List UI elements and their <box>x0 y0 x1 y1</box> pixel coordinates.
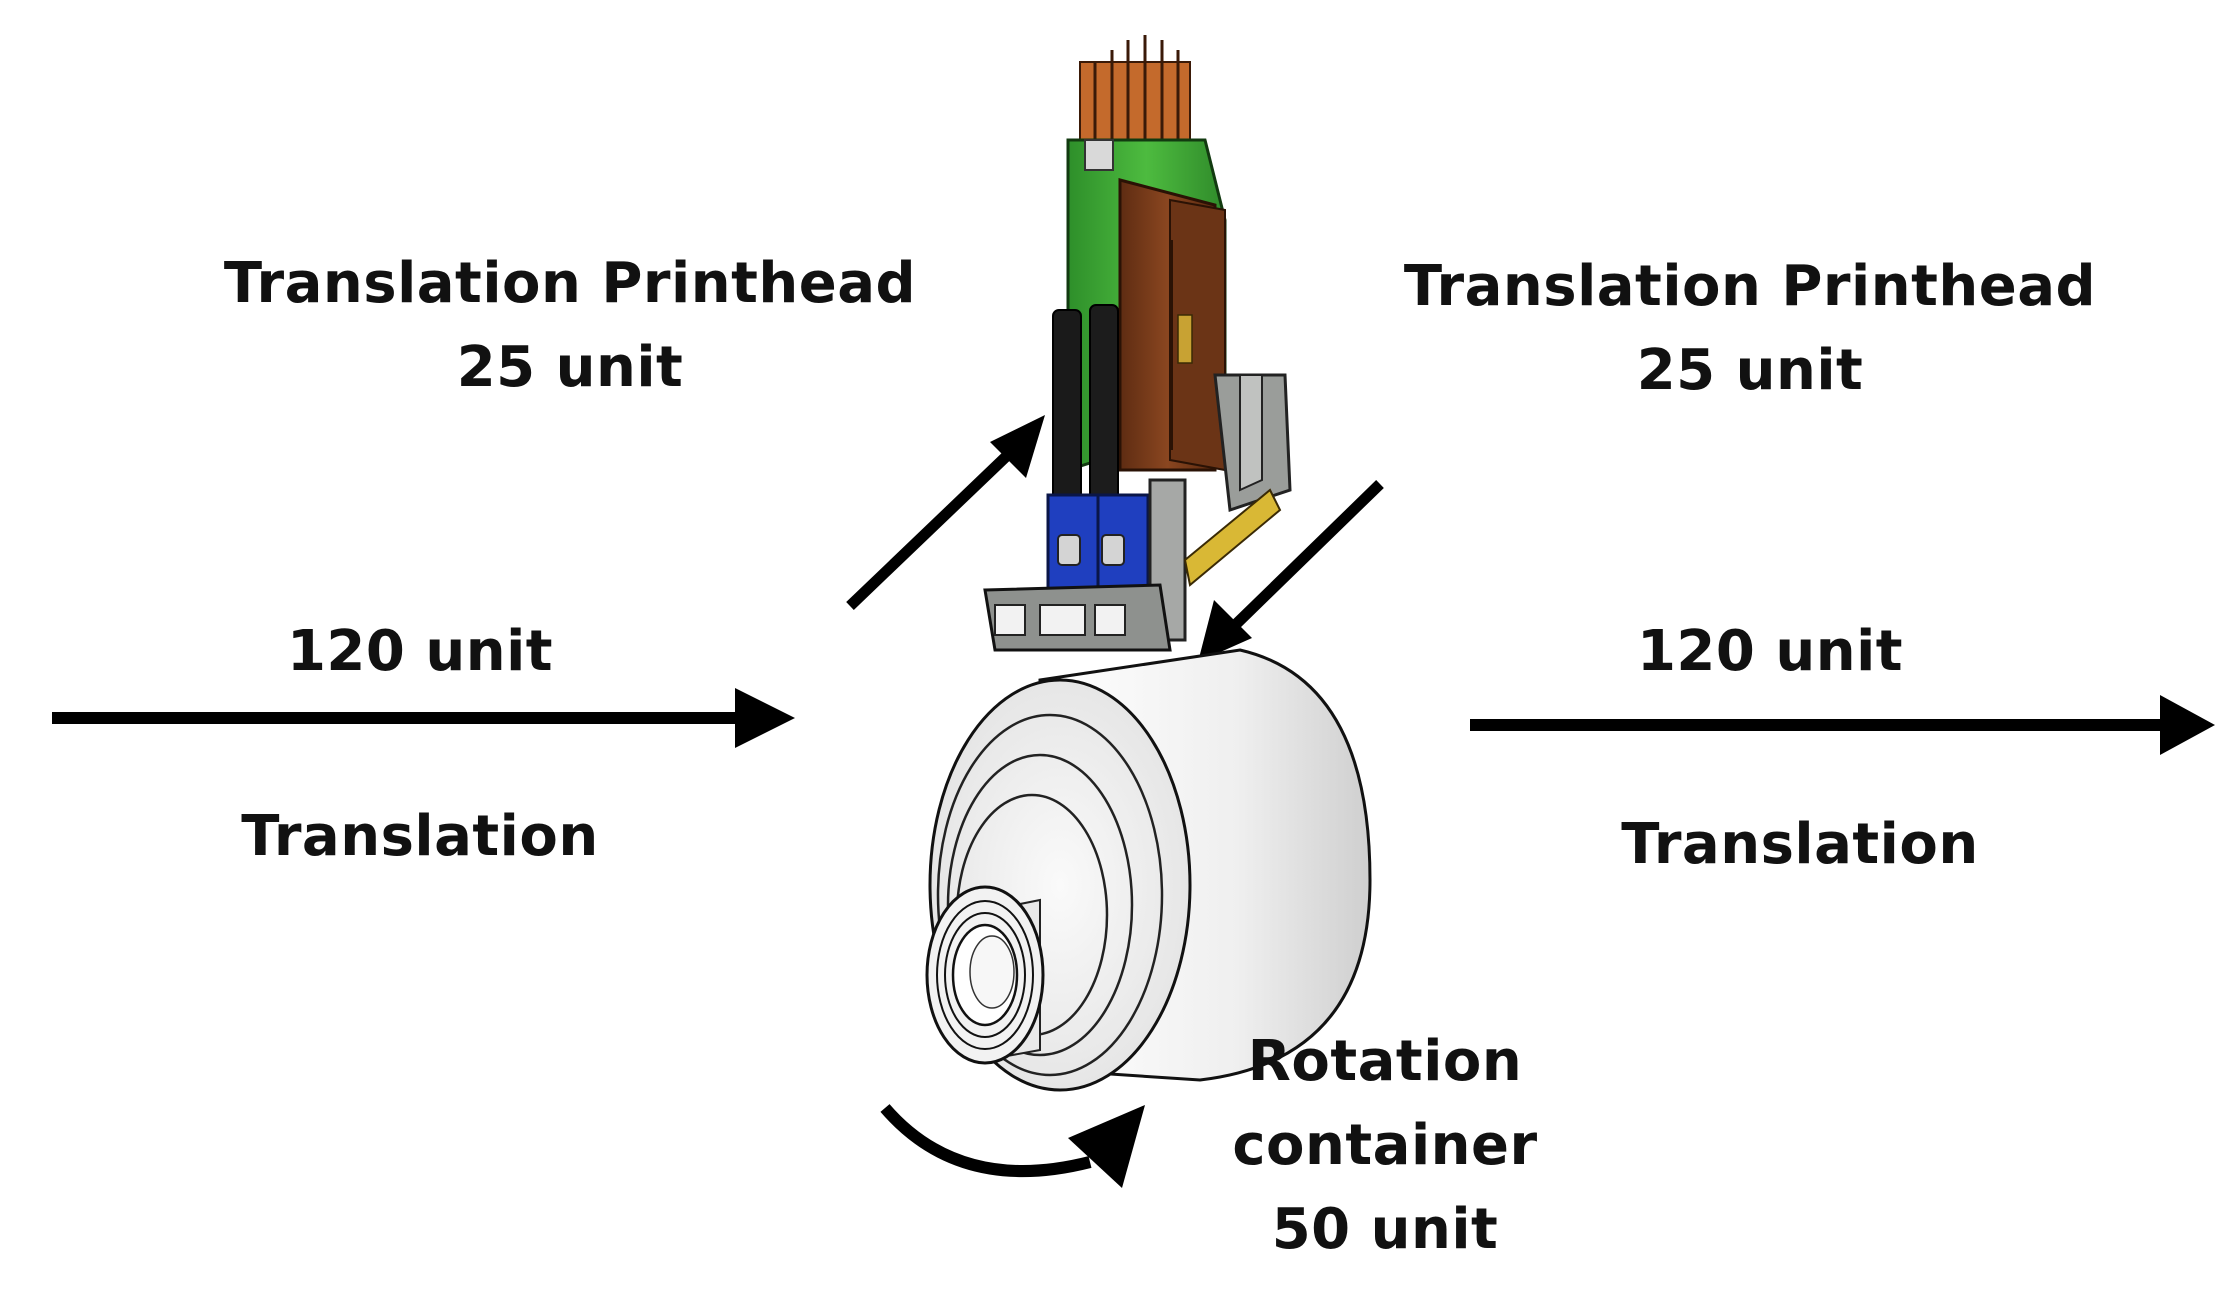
printhead-connector <box>1079 35 1191 153</box>
cylinder-container-icon <box>925 648 1372 1092</box>
printhead-down-arrow <box>1198 480 1384 662</box>
printhead-right-label: Translation Printhead 25 unit <box>1350 245 2150 413</box>
left-units-label: 120 unit <box>286 619 554 684</box>
printhead-right-line1: Translation Printhead <box>1403 254 2097 319</box>
printhead-up-arrow <box>846 415 1045 610</box>
printhead-left-label: Translation Printhead 25 unit <box>180 242 960 410</box>
printhead-right-line2: 25 unit <box>1636 338 1864 403</box>
rotation-line3: 50 unit <box>1271 1197 1499 1262</box>
left-translation-arrow <box>52 688 795 748</box>
left-motion-label: Translation <box>241 804 599 869</box>
rotation-line1: Rotation <box>1247 1029 1523 1094</box>
printhead-icon <box>983 35 1292 652</box>
rotation-arrow <box>880 1104 1145 1188</box>
right-translation-arrow <box>1470 695 2215 755</box>
printhead-left-line2: 25 unit <box>456 335 684 400</box>
rotation-label: Rotation container 50 unit <box>1160 1020 1610 1272</box>
rotation-line2: container <box>1232 1113 1538 1178</box>
printhead-left-line1: Translation Printhead <box>223 251 917 316</box>
right-motion-label: Translation <box>1621 812 1979 877</box>
right-units-label: 120 unit <box>1636 619 1904 684</box>
